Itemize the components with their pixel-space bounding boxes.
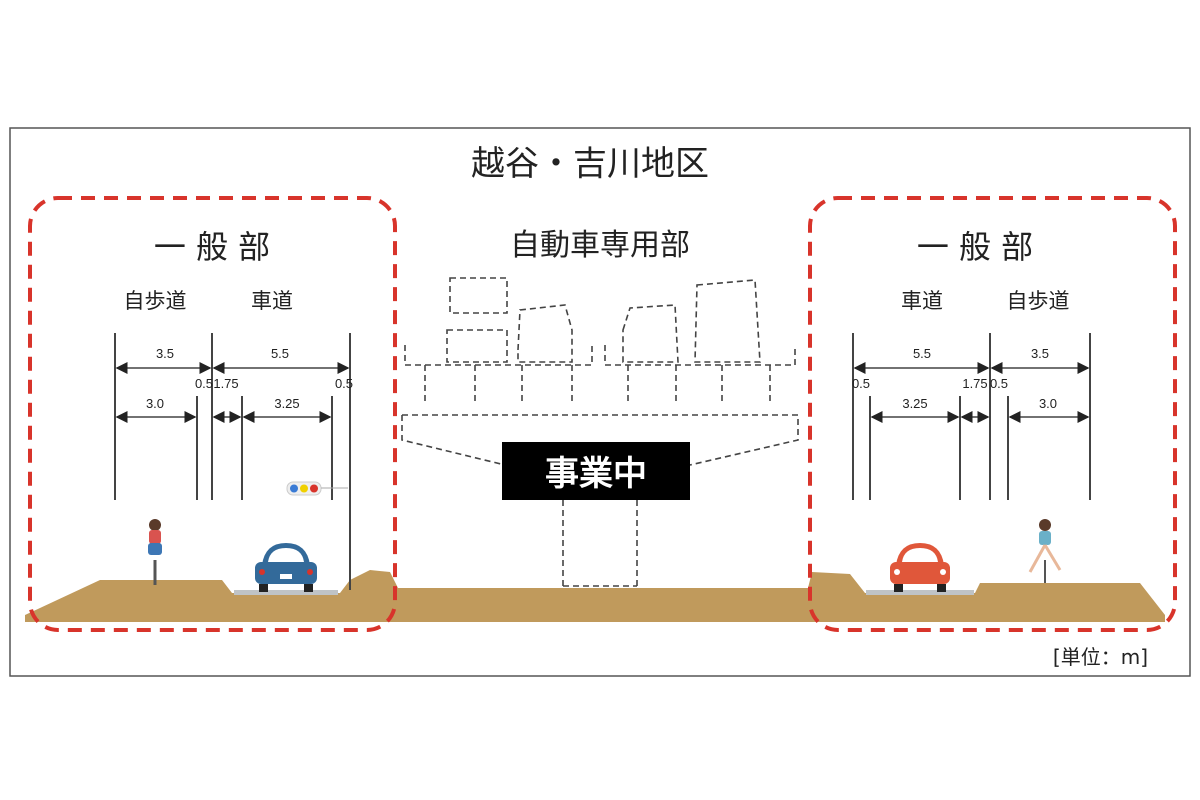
dim-label: 0.5 [335,376,353,391]
dim-label: 3.25 [274,396,299,411]
dim-label: 0.5 [195,376,213,391]
traffic-signal-icon [286,481,348,496]
dim-label: 1.75 [962,376,987,391]
right-col1-label: 車道 [901,289,943,313]
center-heading: 自動車専用部 [510,228,690,263]
right-roadway [866,590,974,595]
status-banner [502,442,690,500]
blue-car-icon [255,543,317,592]
dim-label: 3.25 [902,396,927,411]
right-general-section: 一 般 部 車道 自歩道 5.5 3.5 0.5 3.25 1.75 0.5 3… [852,228,1091,592]
expressway-section: 自動車専用部 事業中 [401,228,799,588]
pedestrian-icon [1028,519,1062,583]
right-general-section-outline [808,196,1177,632]
dim-label: 0.5 [990,376,1008,391]
left-roadway [234,590,338,595]
left-general-section: 一 般 部 自歩道 車道 3.5 5.5 3.0 0.5 1.75 3.25 0… [114,228,353,592]
orange-car-icon [890,543,950,592]
ground [25,570,1165,622]
dim-label: 3.0 [1039,396,1057,411]
dim-label: 5.5 [271,346,289,361]
cyclist-icon [148,519,162,585]
planned-viaduct-outline [401,277,799,588]
dim-label: 5.5 [913,346,931,361]
dim-label: 3.5 [1031,346,1049,361]
left-heading: 一 般 部 [154,228,270,266]
diagram-title: 越谷・吉川地区 [471,144,709,184]
dim-label: 0.5 [852,376,870,391]
left-col1-label: 自歩道 [124,289,187,313]
dim-label: 3.5 [156,346,174,361]
left-col2-label: 車道 [251,289,293,313]
dim-label: 1.75 [213,376,238,391]
dim-label: 3.0 [146,396,164,411]
right-heading: 一 般 部 [917,228,1033,266]
status-label: 事業中 [545,454,647,494]
left-general-section-outline [28,196,397,632]
right-col2-label: 自歩道 [1007,289,1070,313]
unit-label: [単位：m] [1053,645,1148,669]
